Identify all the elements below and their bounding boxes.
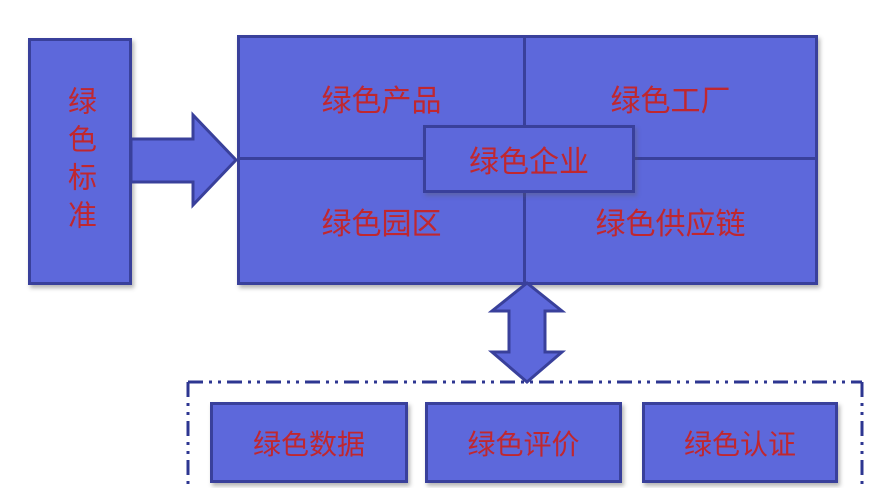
green-supply-chain-label: 绿色供应链 — [595, 207, 746, 242]
green-data-label: 绿色数据 — [252, 427, 365, 461]
green-enterprise-label: 绿色企业 — [469, 145, 589, 180]
green-product-label: 绿色产品 — [321, 83, 442, 119]
green-evaluation-box: 绿色评价 — [425, 402, 622, 483]
green-data-box: 绿色数据 — [210, 402, 408, 483]
green-enterprise-matrix: 绿色产品 绿色工厂 绿色园区 绿色供应链 绿色企业 — [237, 35, 818, 285]
right-arrow-icon — [129, 111, 239, 209]
green-enterprise-box: 绿色企业 — [423, 125, 635, 193]
quadrant-green-park: 绿色园区 — [240, 160, 526, 282]
quadrant-green-supply-chain: 绿色供应链 — [526, 160, 815, 282]
support-group-outline — [186, 380, 864, 488]
up-down-arrow-icon — [487, 281, 567, 384]
green-standard-label: 绿色标准 — [63, 85, 98, 238]
green-certification-box: 绿色认证 — [642, 402, 838, 483]
green-park-label: 绿色园区 — [321, 207, 442, 242]
green-factory-label: 绿色工厂 — [610, 83, 731, 119]
green-certification-label: 绿色认证 — [683, 427, 796, 461]
quadrant-green-product: 绿色产品 — [240, 38, 526, 160]
green-evaluation-label: 绿色评价 — [467, 427, 580, 461]
quadrant-green-factory: 绿色工厂 — [526, 38, 815, 160]
green-standard-box: 绿色标准 — [28, 38, 132, 285]
